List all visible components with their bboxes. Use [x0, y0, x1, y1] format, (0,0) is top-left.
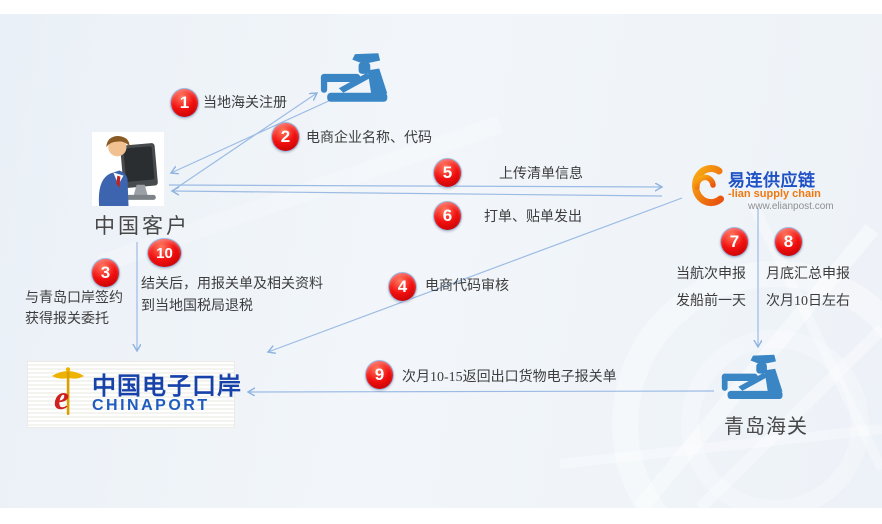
chinaport-name-en: CHINAPORT	[92, 397, 210, 414]
step-3-line-2: 获得报关委托	[25, 312, 109, 327]
step-10-line-1: 结关后，用报关单及相关资料	[141, 277, 323, 292]
node-elian-logo	[686, 163, 724, 209]
elian-name-en: -lian supply chain	[728, 188, 821, 200]
step-7-label: 当航次申报 发船前一天	[676, 261, 746, 315]
step-8-line-2: 次月10日左右	[766, 294, 850, 309]
step-10-line-2: 到当地国税局退税	[141, 299, 253, 314]
node-qingdao-customs	[712, 349, 794, 413]
step-3-line-1: 与青岛口岸签约	[25, 291, 123, 306]
customs-officer-icon	[721, 354, 783, 400]
person-at-computer-icon	[98, 136, 158, 206]
step-7-line-2: 发船前一天	[676, 294, 746, 309]
step-1-label: 当地海关注册	[203, 96, 287, 111]
step-10-label: 结关后，用报关单及相关资料 到当地国税局退税	[141, 274, 323, 318]
node-china-customer	[92, 132, 164, 206]
step-badge-1: 1	[170, 88, 199, 118]
step-badge-9: 9	[365, 360, 394, 390]
step-2-label: 电商企业名称、代码	[306, 131, 432, 146]
chinaport-emblem-icon: e	[52, 367, 84, 417]
china-customer-label: 中国客户	[94, 214, 190, 238]
step-5-label: 上传清单信息	[499, 167, 583, 182]
arrow-step-9	[248, 391, 715, 392]
step-badge-6: 6	[433, 201, 462, 231]
arrow-step-2	[171, 98, 334, 173]
svg-text:e: e	[54, 380, 69, 417]
step-badge-3: 3	[91, 258, 120, 288]
step-4-label: 电商代码审核	[425, 279, 509, 294]
step-badge-4: 4	[388, 272, 417, 302]
step-7-line-1: 当航次申报	[676, 267, 746, 282]
arrow-step-1	[171, 93, 317, 192]
step-3-label: 与青岛口岸签约 获得报关委托	[25, 288, 123, 330]
step-badge-8: 8	[774, 227, 803, 257]
elian-website: www.elianpost.com	[748, 201, 834, 212]
arrow-step-4	[268, 197, 683, 352]
step-badge-7: 7	[720, 227, 749, 257]
step-badge-5: 5	[433, 158, 462, 188]
step-badge-2: 2	[271, 122, 300, 152]
customs-officer-icon	[320, 53, 388, 102]
node-local-customs	[310, 47, 400, 117]
arrow-step-5	[168, 185, 662, 187]
chinaport-name-cn: 中国电子口岸	[92, 373, 242, 400]
step-8-label: 月底汇总申报 次月10日左右	[766, 261, 850, 315]
elian-name-cn: 易连供应链	[728, 171, 816, 190]
step-6-label: 打单、贴单发出	[484, 210, 582, 225]
elian-e-icon	[692, 165, 724, 207]
arrow-step-6	[172, 191, 663, 197]
step-9-label: 次月10-15返回出口货物电子报关单	[402, 370, 617, 385]
step-badge-10: 10	[147, 238, 182, 268]
qingdao-customs-label: 青岛海关	[724, 416, 808, 438]
node-chinaport-logo: e	[28, 362, 234, 427]
step-8-line-1: 月底汇总申报	[766, 267, 850, 282]
